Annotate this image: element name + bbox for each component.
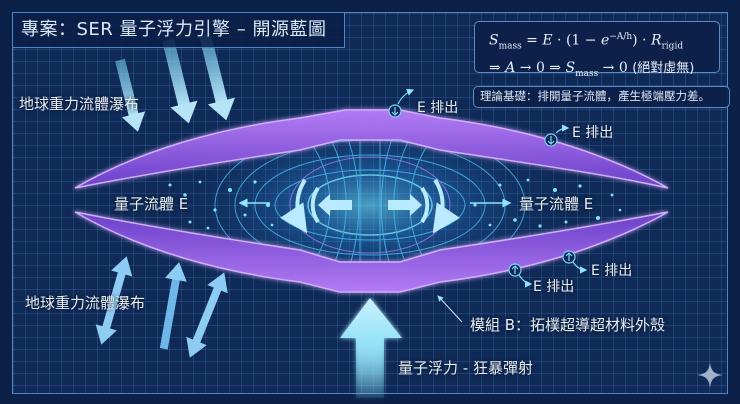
- formula-line-1: Smass = E · (1 − e−A/h) · Rrigid: [489, 26, 719, 57]
- label-fluid-left: 量子流體 E: [114, 195, 189, 213]
- formula-limit: → 0 ⇒: [515, 60, 566, 77]
- upper-hull-shell: [74, 109, 669, 189]
- formula-implies: ⇒: [489, 60, 506, 77]
- formula-exp-base: e: [600, 32, 610, 49]
- label-fluid-right: 量子流體 E: [519, 195, 594, 213]
- exhaust-badge-right-top: [544, 124, 570, 147]
- gravity-falling-arrows: [115, 33, 236, 132]
- rotation-arrows-icon: [280, 178, 460, 234]
- thrust-up-arrow-icon: [340, 298, 402, 398]
- label-exhaust-right-mid: E 排出: [591, 263, 633, 279]
- label-exhaust-top: E 排出: [417, 100, 459, 116]
- formula-a: A: [505, 60, 516, 77]
- gravity-bidirectional-arrows: [95, 256, 228, 358]
- formula-line-2: ⇒ A → 0 ⇒ Smass → 0 (絕對虛無): [489, 57, 719, 85]
- label-quantum-buoyancy: 量子浮力 - 狂暴彈射: [398, 359, 533, 377]
- formula-e-var: E: [542, 32, 553, 49]
- formula-close: ) ·: [632, 32, 651, 49]
- fluid-particles: [158, 178, 622, 230]
- formula-s2-sub: mass: [575, 69, 599, 80]
- formula-eq: =: [521, 32, 543, 49]
- outward-arrows-icon: [318, 194, 422, 216]
- page-title: 專案：SER 量子浮力引擎 – 開源藍圖: [12, 12, 345, 48]
- theory-basis-note: 理論基礎：排開量子流體，產生極端壓力差。: [473, 86, 730, 108]
- formula-mid: · (1 −: [552, 32, 601, 49]
- formula-s2: S: [565, 60, 576, 77]
- formula-note: (絕對虛無): [632, 61, 695, 77]
- formula-s-sub: mass: [498, 41, 522, 52]
- formula-panel: Smass = E · (1 − e−A/h) · Rrigid ⇒ A → 0…: [474, 21, 720, 79]
- label-gravity-fall-bottom: 地球重力流體瀑布: [25, 294, 146, 312]
- label-exhaust-right-top: E 排出: [572, 125, 614, 141]
- label-module-b: 模組 B：拓樸超導超材料外殼: [470, 316, 666, 334]
- label-exhaust-right-low: E 排出: [533, 279, 575, 295]
- formula-zero: → 0: [598, 60, 633, 77]
- exhaust-badge-top: [388, 88, 415, 118]
- lower-hull-shell: [74, 211, 669, 293]
- exhaust-badge-right-low: [508, 263, 533, 288]
- sparkle-icon: [697, 362, 723, 388]
- label-gravity-fall-top: 地球重力流體瀑布: [19, 95, 140, 113]
- formula-exponent: −A/h: [609, 32, 633, 42]
- formula-s: S: [489, 32, 499, 49]
- formula-r-sub: rigid: [661, 41, 684, 52]
- exhaust-badge-right-mid: [562, 250, 588, 274]
- formula-r: R: [650, 32, 662, 49]
